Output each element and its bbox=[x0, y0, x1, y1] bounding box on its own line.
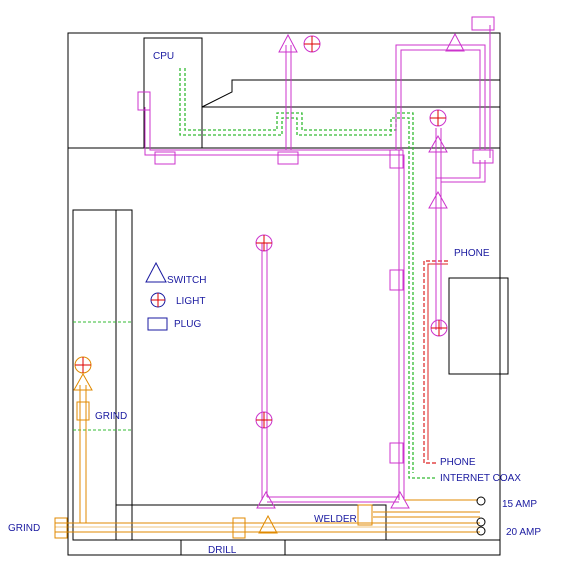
side-cabinet bbox=[448, 277, 509, 375]
plug-symbol bbox=[54, 517, 68, 539]
cpu-label: CPU bbox=[153, 51, 174, 62]
circuit-run bbox=[440, 128, 486, 183]
lights bbox=[255, 35, 448, 429]
terminal-15amp bbox=[476, 496, 486, 506]
legend-switch-label: SWITCH bbox=[167, 275, 206, 286]
plug-symbol bbox=[154, 151, 176, 165]
plug-symbol bbox=[389, 442, 404, 464]
light-symbol bbox=[303, 35, 321, 53]
plug-symbol bbox=[471, 16, 495, 31]
light-symbol bbox=[429, 109, 447, 127]
power-devices bbox=[54, 356, 373, 539]
legend-plug-icon bbox=[147, 317, 168, 331]
legend-plug-label: PLUG bbox=[174, 319, 201, 330]
lighting-plugs bbox=[137, 16, 495, 464]
light-symbol bbox=[255, 234, 273, 252]
lighting-circuit bbox=[144, 25, 491, 503]
switch-symbol bbox=[278, 33, 298, 53]
internet-coax-label: INTERNET COAX bbox=[440, 473, 521, 484]
legend-light-label: LIGHT bbox=[176, 296, 205, 307]
terminal-20amp-2 bbox=[476, 526, 486, 536]
outer-wall bbox=[67, 32, 501, 556]
legend: SWITCH LIGHT PLUG bbox=[145, 261, 206, 331]
light-symbol bbox=[255, 411, 273, 429]
grind-inside-label: GRIND bbox=[95, 411, 127, 422]
plug-symbol bbox=[137, 91, 151, 111]
plug-symbol bbox=[277, 151, 299, 165]
switch-symbol bbox=[73, 372, 93, 391]
plug-symbol bbox=[389, 149, 404, 169]
grind-outside-label: GRIND bbox=[8, 523, 40, 534]
legend-light-icon bbox=[150, 292, 166, 308]
phone-line-run-2 bbox=[427, 263, 448, 460]
plug-symbol bbox=[232, 517, 246, 539]
switch-symbol bbox=[390, 490, 410, 509]
data-cable-run bbox=[179, 68, 436, 479]
drill-bay bbox=[180, 539, 286, 556]
welder-label: WELDER bbox=[314, 514, 357, 525]
terminal-20amp bbox=[476, 517, 486, 527]
amp-15-label: 15 AMP bbox=[502, 499, 537, 510]
circuit-run bbox=[435, 128, 481, 179]
data-cable-run-2 bbox=[184, 68, 414, 473]
circuit-run bbox=[395, 44, 486, 150]
labels: CPU PHONE PHONE INTERNET COAX GRIND GRIN… bbox=[8, 51, 541, 556]
interior-wall-top bbox=[201, 79, 500, 108]
lighting-switches bbox=[256, 32, 465, 509]
circuit-run bbox=[149, 107, 400, 500]
switch-symbol bbox=[428, 134, 448, 153]
data-cable bbox=[179, 68, 436, 479]
switch-symbol bbox=[428, 190, 448, 209]
switch-symbol bbox=[258, 514, 278, 534]
plug-symbol bbox=[76, 401, 90, 421]
amp-20-label: 20 AMP bbox=[506, 527, 541, 538]
walls bbox=[67, 32, 509, 556]
power-circuit bbox=[55, 385, 480, 533]
bench-left-edge bbox=[115, 209, 133, 541]
bench-left bbox=[72, 209, 117, 541]
circuit-run bbox=[144, 107, 405, 500]
phone-top-label: PHONE bbox=[454, 248, 490, 259]
plug-symbol bbox=[472, 149, 494, 164]
circuit-run bbox=[400, 49, 481, 150]
plug-symbol bbox=[389, 269, 404, 291]
phone-bottom-label: PHONE bbox=[440, 457, 476, 468]
legend-switch-icon bbox=[145, 261, 167, 283]
switch-symbol bbox=[445, 32, 465, 52]
light-symbol bbox=[74, 356, 92, 374]
light-symbol bbox=[430, 319, 448, 337]
panel-terminals bbox=[476, 496, 486, 536]
plug-symbol bbox=[357, 504, 373, 526]
drill-label: DRILL bbox=[208, 545, 237, 556]
switch-symbol bbox=[256, 490, 276, 509]
